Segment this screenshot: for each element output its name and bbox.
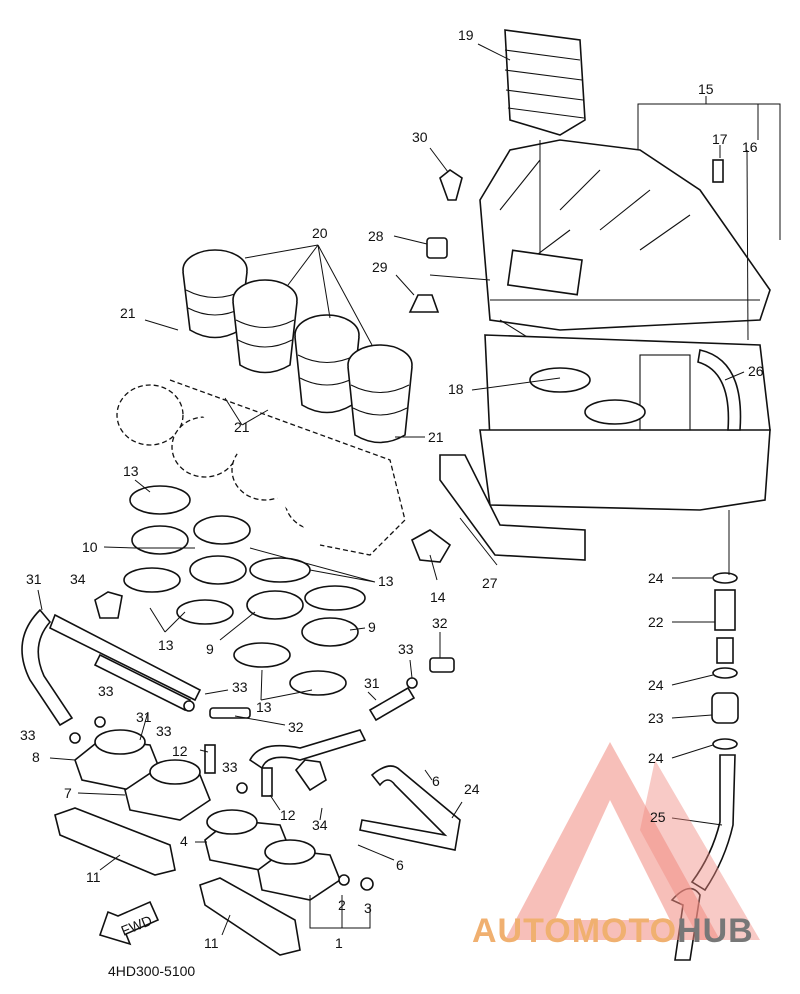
callout-11-a: 11 [86, 869, 101, 885]
callout-4: 4 [180, 833, 188, 849]
callout-15: 15 [698, 81, 714, 97]
carburetor-bank [116, 379, 406, 556]
funnel-4 [347, 344, 413, 444]
callout-13-right: 13 [378, 573, 394, 589]
intake-funnels [182, 249, 413, 444]
callout-numbers: 19 15 17 16 30 28 29 20 21 21 21 18 26 1… [20, 27, 764, 951]
callout-27: 27 [482, 575, 498, 591]
callout-13-top: 13 [123, 463, 139, 479]
callout-3: 3 [364, 900, 372, 916]
watermark-text-dark: HUB [677, 912, 754, 950]
funnel-2 [232, 279, 298, 374]
watermark-text: AUTOMOTOHUB [472, 912, 754, 950]
callout-20: 20 [312, 225, 328, 241]
callout-6-top: 6 [432, 773, 440, 789]
callout-22: 22 [648, 614, 664, 630]
callout-24-c: 24 [648, 750, 664, 766]
callout-10: 10 [82, 539, 98, 555]
hoses [21, 589, 736, 961]
callout-25: 25 [650, 809, 666, 825]
callout-12-b: 12 [280, 807, 296, 823]
callout-34-low: 34 [312, 817, 328, 833]
callout-6-low: 6 [396, 857, 404, 873]
forward-arrow: FWD [98, 900, 160, 946]
callout-9-right: 9 [368, 619, 376, 635]
watermark-triangle-2-icon [640, 760, 760, 940]
callout-21-top: 21 [120, 305, 136, 321]
small-fasteners [69, 529, 455, 891]
callout-12-a: 12 [172, 743, 188, 759]
callout-5: 24 [464, 781, 480, 797]
callout-9-left: 9 [206, 641, 214, 657]
watermark-text-accent: AUTOMOTO [472, 912, 677, 950]
callout-31-left: 31 [26, 571, 42, 587]
watermark-logo [505, 742, 760, 940]
callout-33-c: 33 [156, 723, 172, 739]
callout-33-top: 33 [398, 641, 414, 657]
callout-13-low: 13 [256, 699, 272, 715]
callout-24-b: 24 [648, 677, 664, 693]
callout-19: 19 [458, 27, 474, 43]
callout-33-e: 33 [222, 759, 238, 775]
callout-21-right: 21 [428, 429, 444, 445]
callout-11-b: 11 [204, 935, 219, 951]
callout-33-d: 33 [20, 727, 36, 743]
leader-lines [37, 43, 781, 936]
funnel-3 [294, 314, 360, 414]
watermark-triangle-icon [505, 742, 720, 940]
callout-33-b: 33 [232, 679, 248, 695]
fuel-line-parts [711, 572, 739, 750]
callout-7: 7 [64, 785, 72, 801]
callout-17: 17 [712, 131, 728, 147]
callout-14: 14 [430, 589, 446, 605]
callout-26: 26 [748, 363, 764, 379]
callout-28: 28 [368, 228, 384, 244]
air-box-assembly [408, 29, 771, 561]
callout-21-mid: 21 [234, 419, 250, 435]
callout-13-mid: 13 [158, 637, 174, 653]
callout-30: 30 [412, 129, 428, 145]
callout-1: 1 [335, 935, 343, 951]
callout-18: 18 [448, 381, 464, 397]
callout-31-mid: 31 [364, 675, 380, 691]
funnel-1 [182, 249, 248, 339]
intake-manifolds [54, 729, 341, 956]
callout-23: 23 [648, 710, 664, 726]
callout-32-low: 32 [288, 719, 304, 735]
callout-2: 2 [338, 897, 346, 913]
callout-24-a: 24 [648, 570, 664, 586]
catalog-code: 4HD300-5100 [108, 963, 195, 979]
callout-29: 29 [372, 259, 388, 275]
callout-8: 8 [32, 749, 40, 765]
callout-33-a: 33 [98, 683, 114, 699]
callout-31-low: 31 [136, 709, 152, 725]
callout-32-top: 32 [432, 615, 448, 631]
callout-16: 16 [742, 139, 758, 155]
callout-34-top: 34 [70, 571, 86, 587]
carb-joints [123, 485, 366, 696]
